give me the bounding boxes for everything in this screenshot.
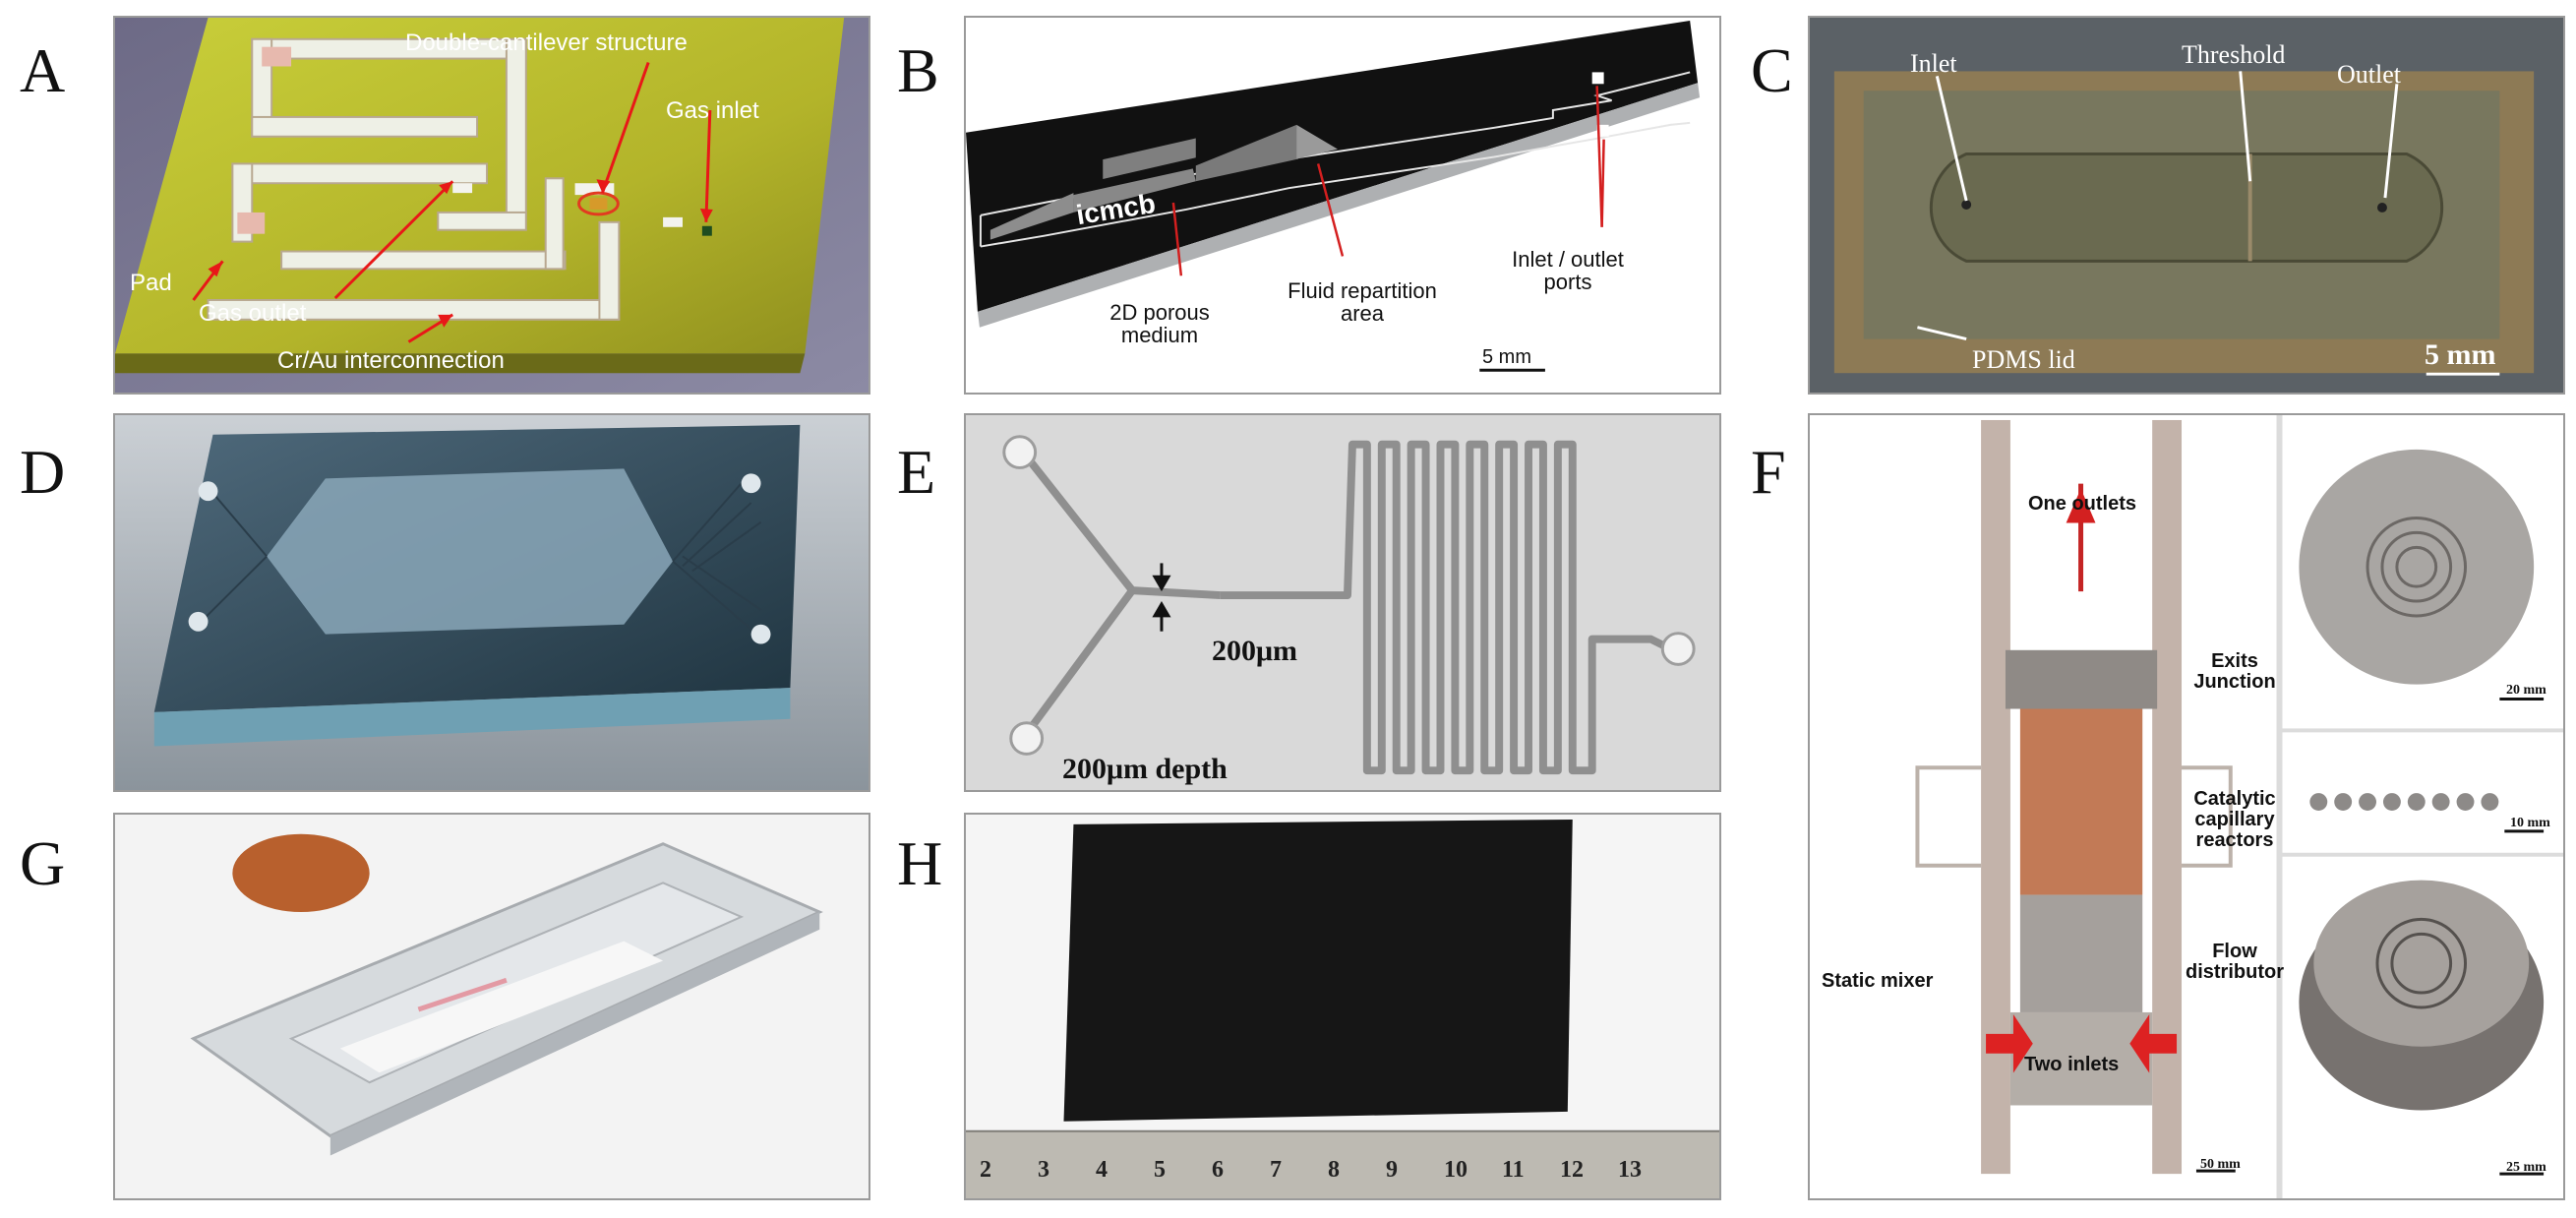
outlet-label: Outlet: [2337, 60, 2401, 89]
panel-g-coin-chip-photo: [113, 813, 870, 1200]
pdms-lid-label: PDMS lid: [1972, 345, 2075, 374]
panel-letter-c: C: [1751, 35, 1793, 105]
catalytic-reactors-line3: reactors: [2195, 829, 2274, 851]
ruler-number: 10: [1444, 1157, 1468, 1183]
porous-medium-label: 2D porous medium: [1096, 301, 1224, 346]
ruler-numbers: 2 3 4 5 6 7 8 9 10 11 12 13: [966, 1157, 1719, 1196]
serpentine-channel-illustration: [966, 415, 1719, 790]
chip-illustration: [115, 18, 869, 393]
panel-f-reactor-assembly-photo: One outlets Exits Junction Catalytic cap…: [1808, 413, 2565, 1200]
panel-d-glass-micromodel-photo: [113, 413, 870, 792]
scale-bottom-label: 25 mm: [2506, 1160, 2546, 1175]
two-inlets-label: Two inlets: [2024, 1054, 2120, 1075]
ruler-number: 9: [1386, 1157, 1398, 1183]
scale-mid-label: 10 mm: [2510, 816, 2550, 830]
ruler-number: 8: [1328, 1157, 1340, 1183]
panel-h-fabric-ruler-photo: 2 3 4 5 6 7 8 9 10 11 12 13: [964, 813, 1721, 1200]
fluid-repartition-line2: area: [1340, 301, 1385, 327]
fabric-illustration: [966, 815, 1719, 1198]
channel-width-label: 200μm: [1212, 635, 1297, 667]
scale-bar-label: 5 mm: [2425, 338, 2496, 371]
ruler-number: 11: [1502, 1157, 1525, 1183]
inlet-outlet-ports-line1: Inlet / outlet: [1512, 247, 1624, 272]
flow-distributor-line2: distributor: [2186, 961, 2284, 983]
panel-letter-a: A: [20, 35, 66, 105]
panel-letter-f: F: [1751, 437, 1786, 507]
fluid-repartition-label: Fluid repartition area: [1284, 279, 1441, 325]
threshold-chip-illustration: [1810, 18, 2563, 393]
coin-chip-illustration: [115, 815, 869, 1198]
panel-letter-e: E: [897, 437, 936, 507]
one-outlets-label: One outlets: [2028, 493, 2137, 515]
scale-top-label: 20 mm: [2506, 683, 2546, 698]
ruler-number: 12: [1560, 1157, 1584, 1183]
panel-letter-b: B: [897, 35, 939, 105]
fluid-repartition-line1: Fluid repartition: [1288, 278, 1437, 303]
ruler-number: 4: [1096, 1157, 1108, 1183]
porous-medium-line1: 2D porous: [1109, 300, 1210, 325]
ruler-number: 3: [1038, 1157, 1049, 1183]
catalytic-reactors-line1: Catalytic: [2193, 788, 2276, 810]
exits-junction-line2: Junction: [2193, 671, 2276, 693]
interconnection-label: Cr/Au interconnection: [277, 347, 505, 374]
static-mixer-label: Static mixer: [1822, 970, 1934, 992]
panel-letter-g: G: [20, 828, 66, 898]
ruler-number: 5: [1154, 1157, 1166, 1183]
porous-medium-line2: medium: [1120, 323, 1199, 348]
panel-e-serpentine-channel-photo: 200μm 200μm depth: [964, 413, 1721, 792]
ruler-number: 13: [1618, 1157, 1642, 1183]
exits-junction-label: Exits Junction: [2186, 651, 2284, 693]
ruler-number: 2: [980, 1157, 991, 1183]
pad-label: Pad: [130, 270, 172, 296]
catalytic-reactors-line2: capillary: [2194, 809, 2275, 830]
channel-depth-label: 200μm depth: [1062, 753, 1228, 785]
inlet-label: Inlet: [1910, 49, 1957, 78]
gas-inlet-label: Gas inlet: [666, 97, 759, 124]
scale-main-label: 50 mm: [2200, 1157, 2241, 1172]
ruler-number: 7: [1270, 1157, 1282, 1183]
inlet-outlet-ports-line2: ports: [1543, 270, 1592, 295]
panel-letter-h: H: [897, 828, 943, 898]
flow-distributor-line1: Flow: [2212, 941, 2257, 962]
panel-c-threshold-chip-photo: Inlet Threshold Outlet PDMS lid 5 mm: [1808, 16, 2565, 395]
inlet-outlet-ports-label: Inlet / outlet ports: [1489, 248, 1647, 293]
scale-bar-label: 5 mm: [1482, 346, 1531, 368]
glass-micromodel-illustration: [115, 415, 869, 790]
exits-junction-line1: Exits: [2211, 650, 2258, 672]
gas-outlet-label: Gas outlet: [199, 300, 307, 327]
panel-b-porous-chip-schematic: icmcb 2D porous medium Fluid repartition…: [964, 16, 1721, 395]
ruler-number: 6: [1212, 1157, 1224, 1183]
panel-a-sensor-chip-photo: Double-cantilever structure Gas inlet Pa…: [113, 16, 870, 395]
flow-distributor-label: Flow distributor: [2186, 942, 2284, 983]
catalytic-reactors-label: Catalytic capillary reactors: [2186, 789, 2284, 851]
double-cantilever-label: Double-cantilever structure: [405, 30, 688, 56]
panel-letter-d: D: [20, 437, 66, 507]
reactor-assembly-illustration: [1810, 415, 2563, 1198]
threshold-label: Threshold: [2182, 40, 2286, 69]
porous-chip-illustration: [966, 18, 1719, 393]
